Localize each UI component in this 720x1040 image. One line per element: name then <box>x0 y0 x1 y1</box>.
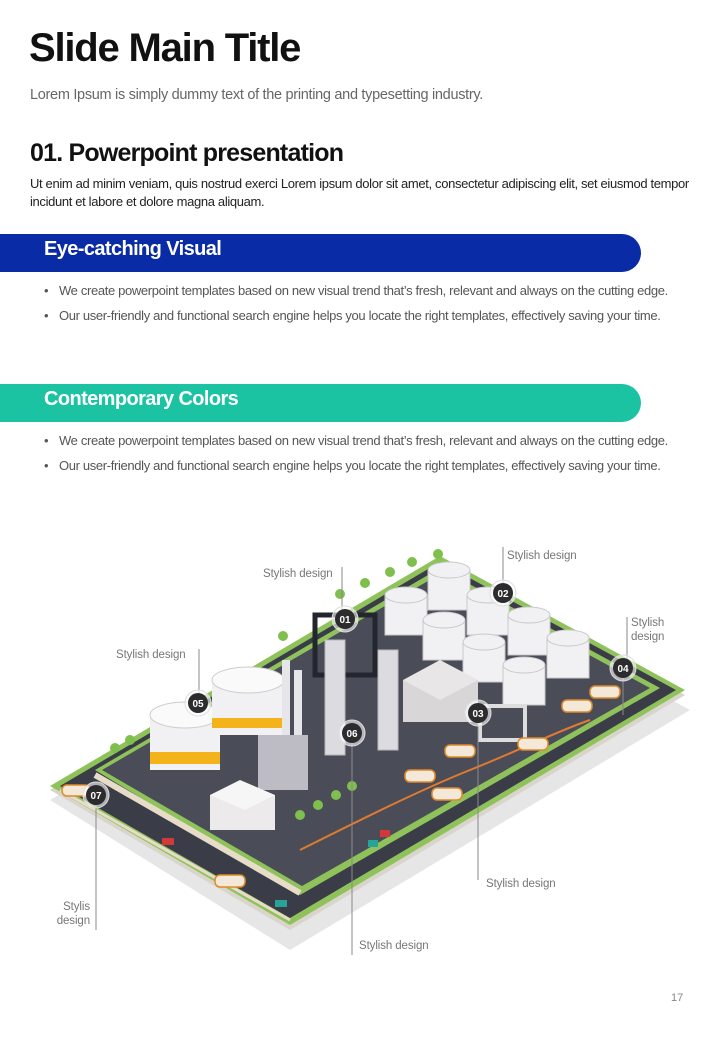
callout-label-04: Stylish design <box>631 617 665 643</box>
refinery-illustration: 01 02 03 04 05 06 07 <box>50 547 690 955</box>
block-header-eye-catching: Eye-catching Visual <box>0 234 641 272</box>
page-number: 17 <box>671 992 684 1004</box>
bullet-item: Our user-friendly and functional search … <box>44 456 694 475</box>
marker-07[interactable]: 07 <box>82 781 110 809</box>
bullet-item: Our user-friendly and functional search … <box>44 306 694 325</box>
callout-label-05: Stylish design <box>116 649 186 661</box>
callout-label-01: Stylish design <box>263 568 333 580</box>
marker-02[interactable]: 02 <box>489 579 517 607</box>
callout-label-06: Stylish design <box>359 940 429 952</box>
marker-number: 02 <box>497 589 509 600</box>
bullet-list: We create powerpoint templates based on … <box>44 431 694 481</box>
marker-01[interactable]: 01 <box>331 605 359 633</box>
bullet-item: We create powerpoint templates based on … <box>44 281 694 300</box>
marker-04[interactable]: 04 <box>609 654 637 682</box>
marker-number: 05 <box>192 699 204 710</box>
bullet-item: We create powerpoint templates based on … <box>44 431 694 450</box>
marker-number: 01 <box>339 615 351 626</box>
callout-label-02: Stylish design <box>507 550 577 562</box>
callout-label-07: Stylis design <box>56 901 90 927</box>
callout-label-03: Stylish design <box>486 878 556 890</box>
marker-06[interactable]: 06 <box>338 719 366 747</box>
section-heading: 01. Powerpoint presentation <box>30 139 344 167</box>
slide-title: Slide Main Title <box>29 26 301 70</box>
marker-number: 04 <box>617 664 629 675</box>
marker-03[interactable]: 03 <box>464 699 492 727</box>
section-body: Ut enim ad minim veniam, quis nostrud ex… <box>30 176 689 209</box>
slide-subtitle: Lorem Ipsum is simply dummy text of the … <box>30 87 484 103</box>
marker-number: 03 <box>472 709 484 720</box>
bullet-list: We create powerpoint templates based on … <box>44 281 694 331</box>
block-header-contemporary: Contemporary Colors <box>0 384 641 422</box>
marker-05[interactable]: 05 <box>184 689 212 717</box>
marker-number: 07 <box>90 791 102 802</box>
marker-number: 06 <box>346 729 358 740</box>
